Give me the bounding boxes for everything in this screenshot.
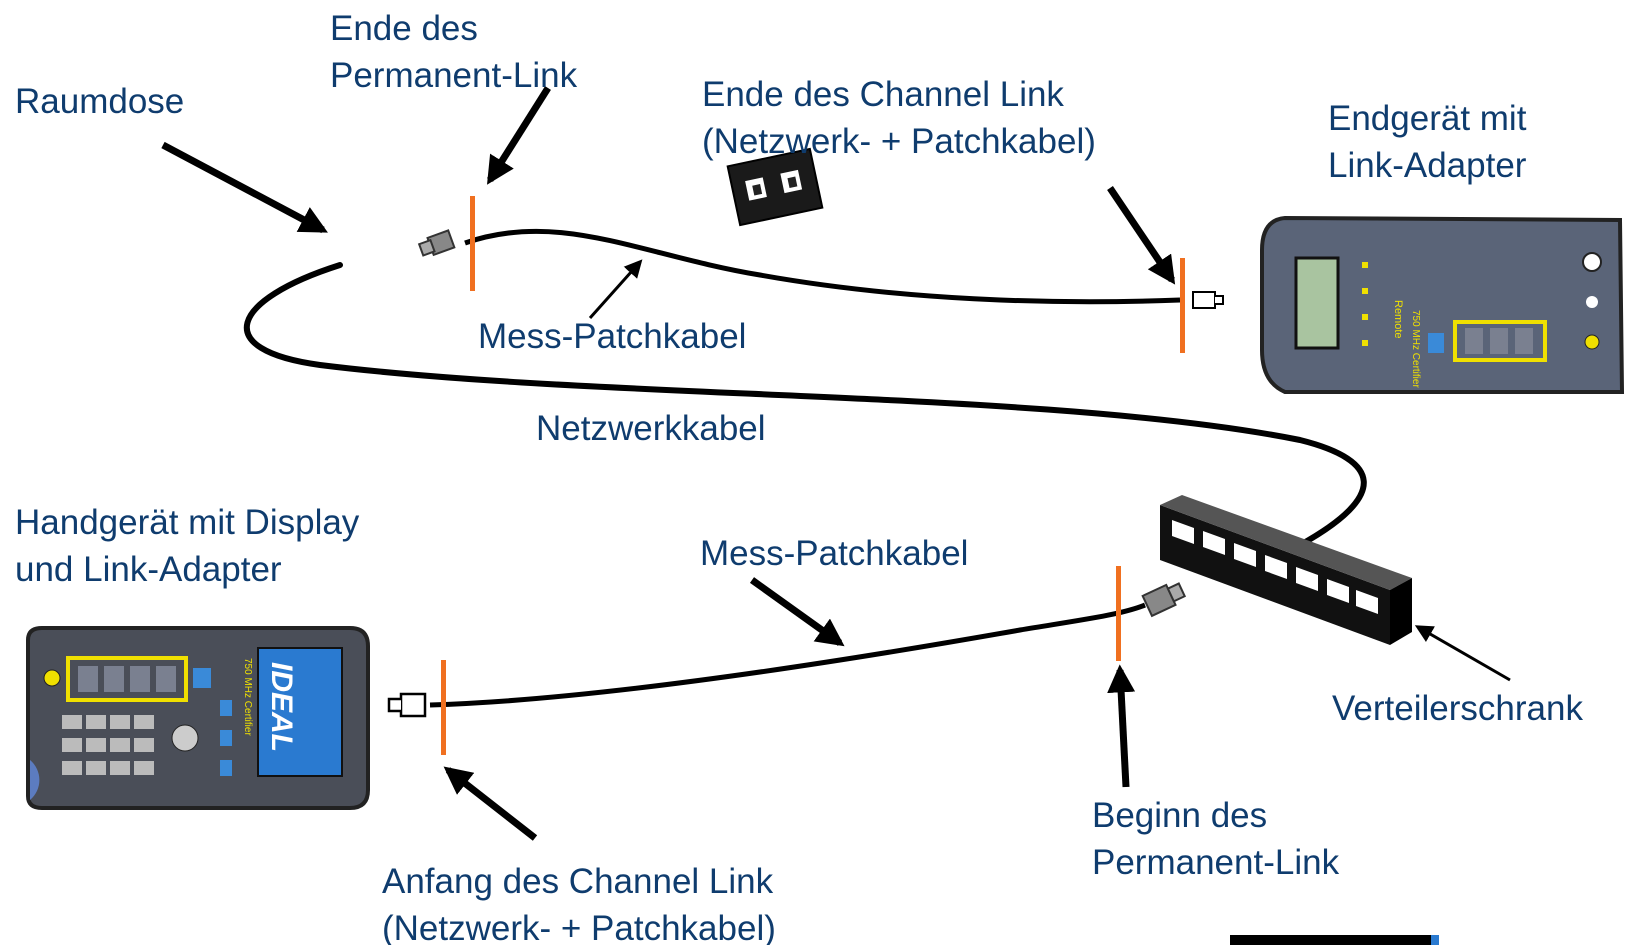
label-verteilerschrank: Verteilerschrank (1332, 689, 1583, 728)
patch-port (1296, 567, 1318, 591)
handheld-brand: IDEAL (265, 662, 298, 752)
arrow-anfang-channel (443, 766, 538, 841)
handheld-highlight (66, 656, 188, 702)
arrow-beginn-permanent (1107, 664, 1136, 788)
patch-port (1265, 555, 1287, 579)
label-endgeraet-1: Endgerät mit (1328, 99, 1527, 138)
label-handgeraet-1: Handgerät mit Display (15, 503, 360, 542)
patch-port (1234, 543, 1256, 567)
arrow-verteilerschrank (1414, 625, 1511, 682)
label-ende-channel-2: (Netzwerk- + Patchkabel) (702, 122, 1096, 161)
label-ende-permanent-2: Permanent-Link (330, 56, 578, 95)
remote-highlight (1453, 320, 1547, 362)
arrow-ende-channel (1107, 186, 1176, 285)
rj45-plug-icon (387, 692, 427, 718)
marker-ende-channel-link (1180, 258, 1185, 353)
label-ende-permanent-1: Ende des (330, 9, 478, 48)
patch-port (1172, 520, 1194, 544)
label-beginn-permanent-1: Beginn des (1092, 796, 1267, 835)
measurement-patch-cable-top (464, 228, 1181, 305)
arrow-mess-patch-top (588, 259, 643, 319)
label-raumdose: Raumdose (15, 82, 184, 121)
marker-beginn-permanent-link (1116, 566, 1121, 661)
rj45-plug-icon (417, 229, 456, 257)
remote-port-icon (1582, 252, 1602, 272)
coupler-icon (726, 147, 824, 227)
marker-ende-permanent-link (470, 196, 475, 291)
handheld-screen (257, 647, 343, 777)
label-beginn-permanent-2: Permanent-Link (1092, 843, 1340, 882)
handheld-bottom-icon (30, 760, 40, 800)
remote-model: 750 MHz Certifier (1410, 310, 1421, 388)
remote-led-icon (1586, 296, 1598, 308)
arrow-ende-permanent (487, 86, 551, 185)
remote-button-icon (1584, 334, 1600, 350)
label-endgeraet-2: Link-Adapter (1328, 146, 1527, 185)
patch-port (1327, 579, 1349, 603)
handheld-navpad-icon (171, 724, 199, 752)
network-cable (243, 262, 1367, 548)
handheld-device: 750 MHz Certifier IDEAL (26, 626, 370, 810)
label-ende-channel-1: Ende des Channel Link (702, 75, 1064, 114)
remote-label: Remote (1392, 300, 1404, 339)
patch-panel-icon (1160, 495, 1412, 645)
marker-anfang-channel-link (441, 660, 446, 755)
corner-bar (1230, 935, 1435, 945)
handheld-led-icon (43, 669, 61, 687)
label-mess-patch-top: Mess-Patchkabel (478, 317, 746, 356)
patch-port (1356, 590, 1378, 614)
label-netzwerkkabel: Netzwerkkabel (536, 409, 766, 448)
label-mess-patch-bottom: Mess-Patchkabel (700, 534, 968, 573)
measurement-patch-cable-bottom (429, 602, 1146, 708)
label-anfang-channel-2: (Netzwerk- + Patchkabel) (382, 909, 776, 945)
patch-port (1203, 531, 1225, 555)
corner-bar-accent (1431, 935, 1439, 945)
handheld-model: 750 MHz Certifier (242, 658, 253, 736)
label-handgeraet-2: und Link-Adapter (15, 550, 282, 589)
remote-device: Remote 750 MHz Certifier (1260, 215, 1625, 394)
arrow-mess-patch-bottom (749, 577, 845, 647)
rj45-plug-icon (1141, 582, 1187, 618)
label-anfang-channel-1: Anfang des Channel Link (382, 862, 774, 901)
rj45-plug-icon (1192, 291, 1224, 309)
arrow-raumdose (161, 141, 328, 234)
